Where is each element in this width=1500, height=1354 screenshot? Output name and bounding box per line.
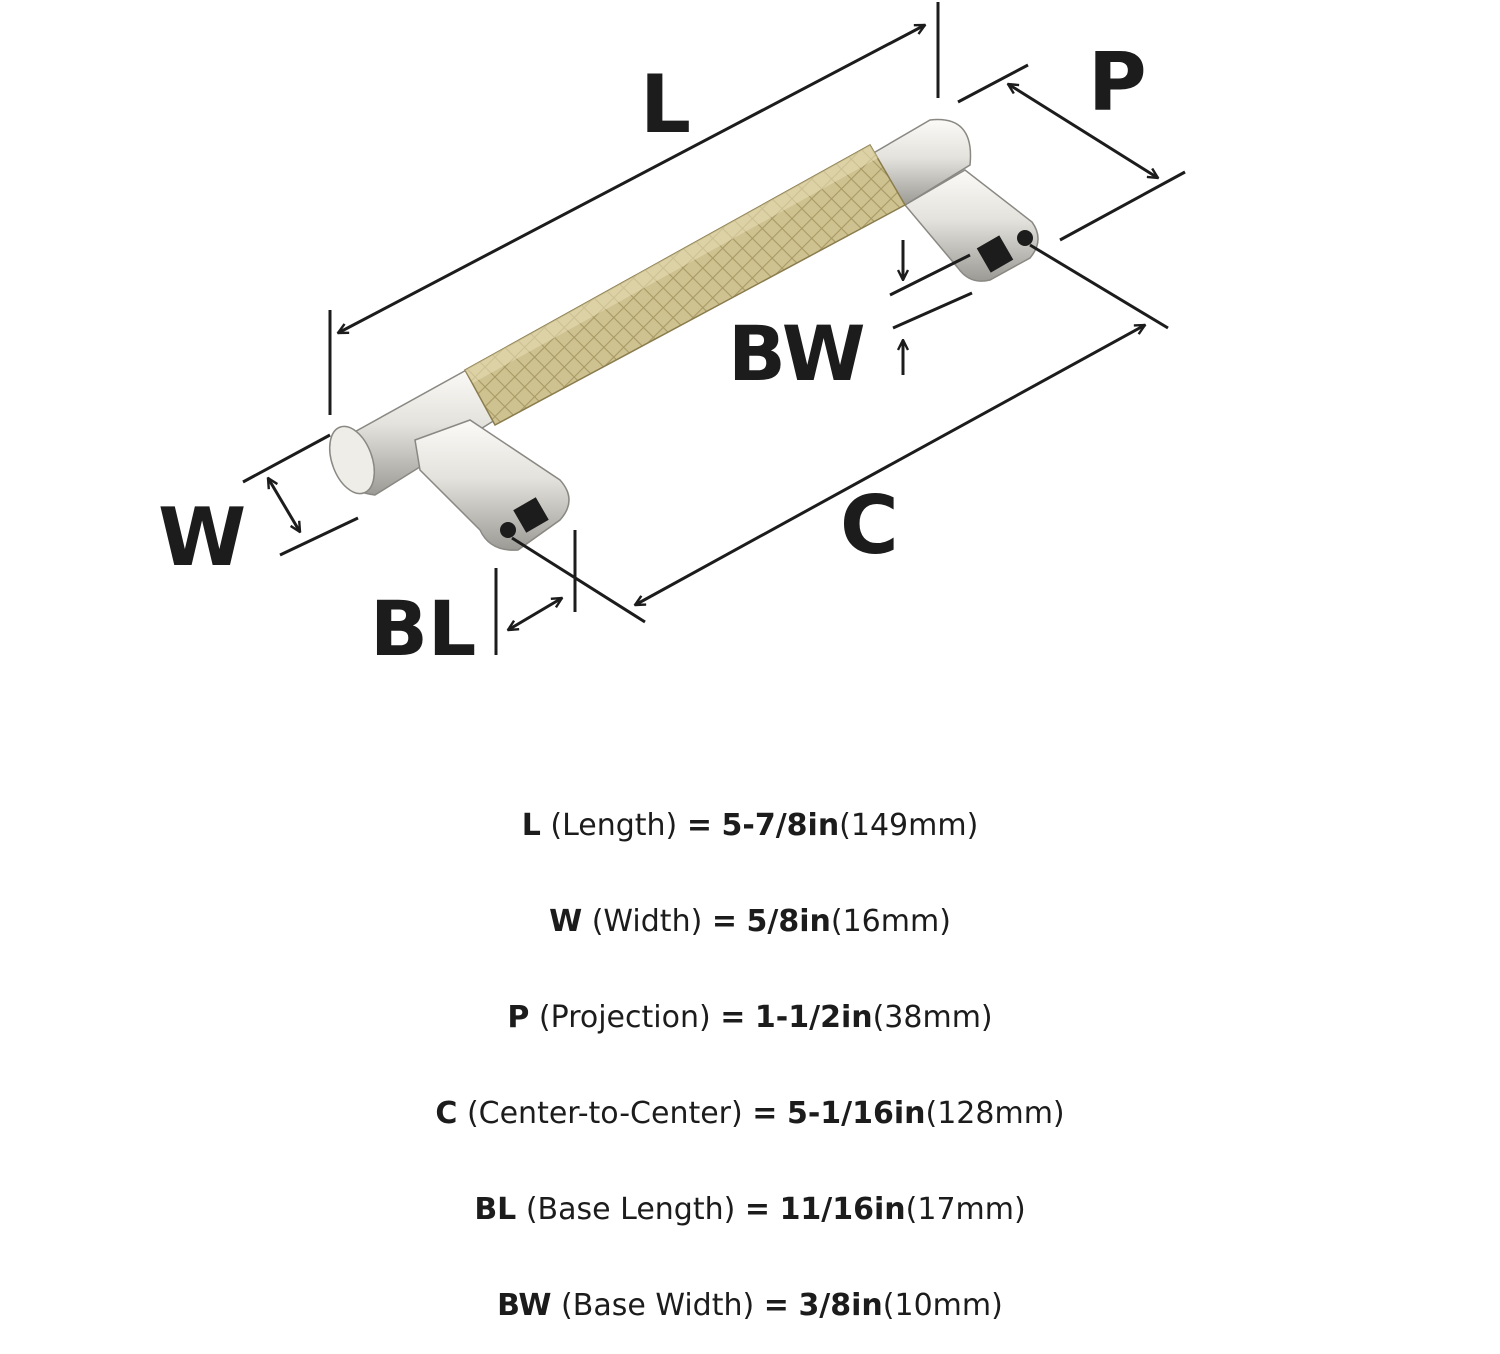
spec-equals: =	[711, 904, 737, 939]
label-bl: BL	[370, 584, 476, 673]
w-dimension-arrow	[268, 478, 300, 532]
spec-code: W	[549, 904, 583, 939]
spec-code: BW	[497, 1288, 552, 1323]
label-c: C	[840, 479, 899, 572]
spec-imperial: 5-7/8in	[721, 808, 840, 843]
left-post	[414, 419, 570, 551]
c-extension-right	[1029, 243, 1169, 330]
c-dimension-arrow	[635, 323, 1145, 607]
label-w: W	[158, 491, 246, 584]
w-extension-bottom	[279, 516, 359, 557]
spec-code: L	[521, 808, 541, 843]
bw-extension-top	[889, 253, 971, 297]
spec-name: (Base Width)	[561, 1288, 755, 1323]
p-dimension-arrow	[1008, 84, 1158, 178]
spec-metric: (17mm)	[905, 1192, 1026, 1227]
p-extension-top	[957, 63, 1029, 104]
label-p: P	[1088, 36, 1147, 129]
c-extension-left	[511, 536, 646, 624]
spec-equals: =	[763, 1288, 789, 1323]
bl-dimension-arrow	[508, 598, 562, 630]
l-dimension-arrow	[338, 23, 925, 335]
pull-handle-dimension-diagram: L P BW W C BL	[158, 2, 1186, 673]
spec-equals: =	[720, 1000, 746, 1035]
spec-row-projection: P (Projection) = 1-1/2in(38mm)	[0, 970, 1500, 1066]
spec-imperial: 5-1/16in	[786, 1096, 926, 1131]
label-bw: BW	[728, 309, 866, 398]
bw-extension-bottom	[892, 291, 973, 330]
spec-equals: =	[744, 1192, 771, 1227]
spec-row-base-length: BL (Base Length) = 11/16in(17mm)	[0, 1162, 1500, 1258]
dimension-lines	[242, 2, 1186, 655]
spec-metric: (10mm)	[882, 1288, 1003, 1323]
spec-row-base-width: BW (Base Width) = 3/8in(10mm)	[0, 1258, 1500, 1354]
spec-equals: =	[752, 1096, 778, 1131]
spec-imperial: 3/8in	[798, 1288, 883, 1323]
spec-imperial: 5/8in	[746, 904, 831, 939]
spec-metric: (38mm)	[872, 1000, 993, 1035]
spec-row-width: W (Width) = 5/8in(16mm)	[0, 874, 1500, 970]
spec-name: (Width)	[591, 904, 703, 939]
spec-row-length: L (Length) = 5-7/8in(149mm)	[0, 778, 1500, 874]
spec-code: P	[507, 1000, 530, 1035]
spec-imperial: 1-1/2in	[754, 1000, 873, 1035]
spec-metric: (149mm)	[839, 808, 979, 843]
spec-imperial: 11/16in	[779, 1192, 906, 1227]
spec-metric: (128mm)	[925, 1096, 1065, 1131]
spec-row-center-to-center: C (Center-to-Center) = 5-1/16in(128mm)	[0, 1066, 1500, 1162]
p-extension-bottom	[1059, 170, 1186, 242]
dimension-spec-list: L (Length) = 5-7/8in(149mm) W (Width) = …	[0, 778, 1500, 1354]
spec-name: (Base Length)	[525, 1192, 736, 1227]
handle-illustration	[328, 118, 1039, 551]
spec-metric: (16mm)	[830, 904, 951, 939]
right-post	[903, 169, 1039, 282]
spec-name: (Projection)	[538, 1000, 711, 1035]
label-l: L	[640, 58, 691, 151]
spec-code: C	[435, 1096, 458, 1131]
spec-code: BL	[474, 1192, 517, 1227]
spec-name: (Length)	[550, 808, 678, 843]
w-extension-top	[242, 433, 331, 484]
spec-equals: =	[686, 808, 712, 843]
spec-name: (Center-to-Center)	[466, 1096, 743, 1131]
